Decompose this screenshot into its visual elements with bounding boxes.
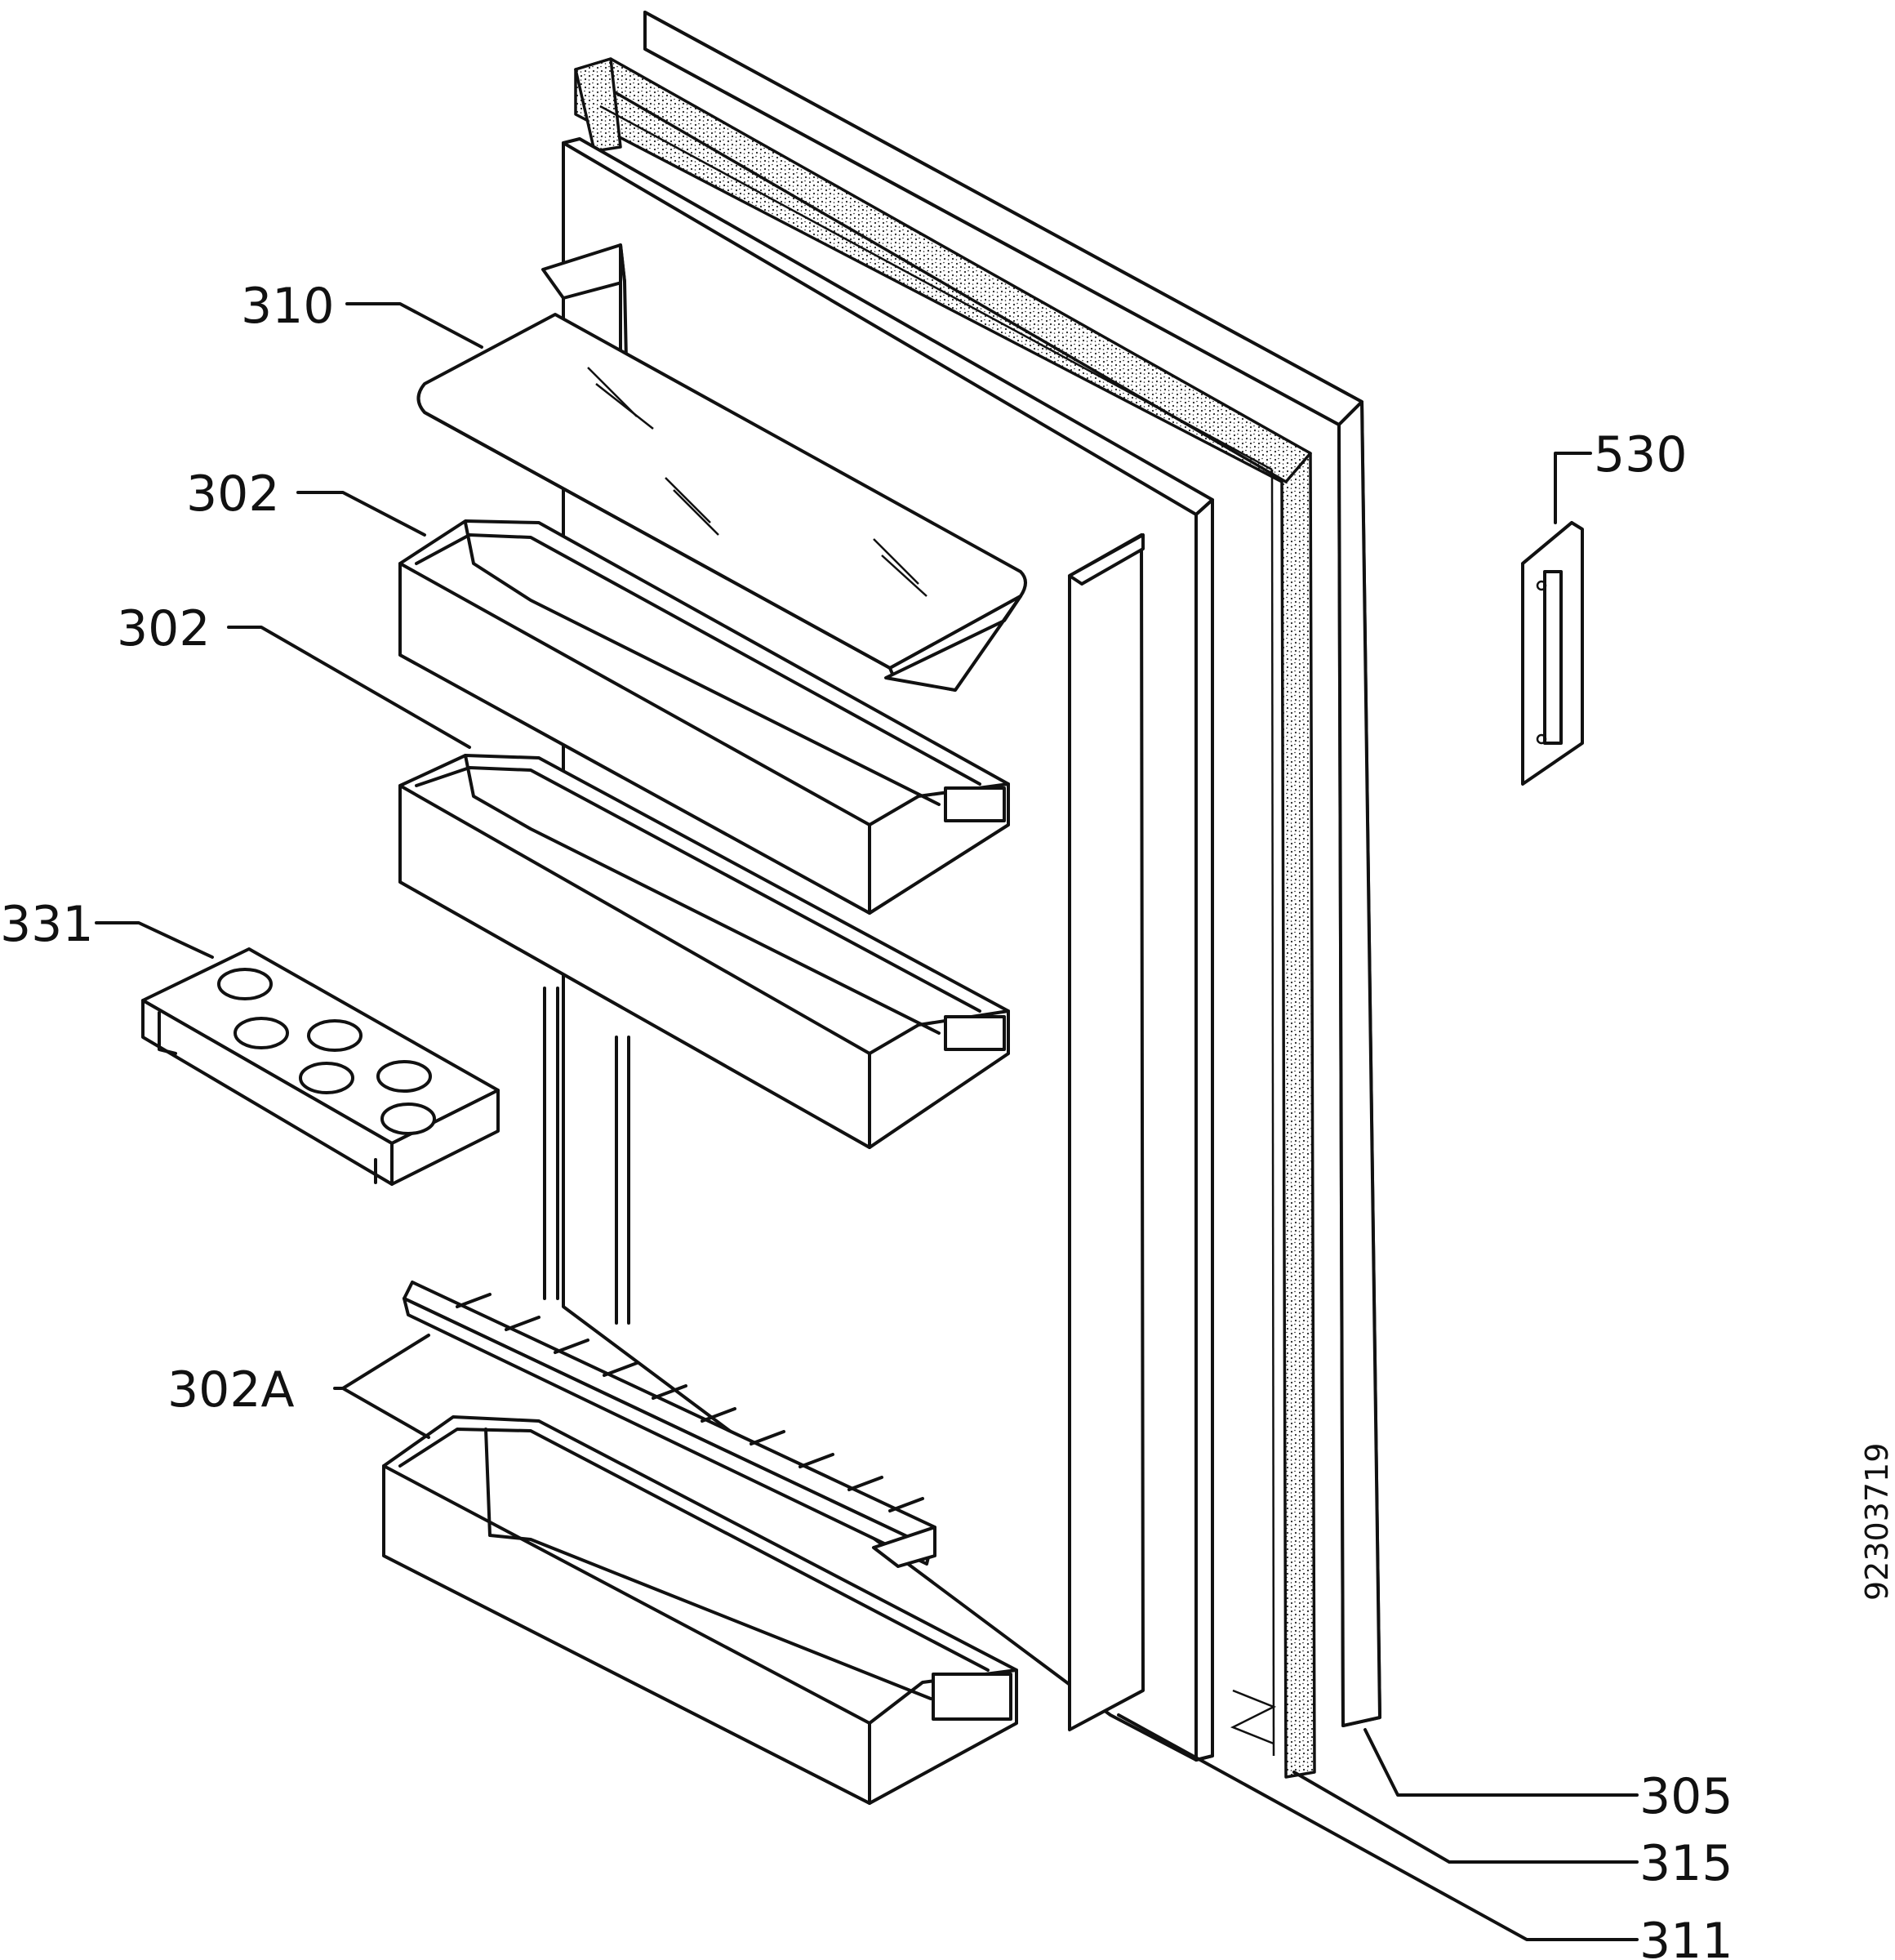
door-outer-panel-icon [643,11,1381,1727]
leader-331 [95,921,214,959]
leader-311 [1117,1713,1639,1941]
door-handle-icon [1521,521,1584,786]
label-305: 305 [1639,1768,1733,1825]
label-530: 530 [1594,426,1688,483]
leader-530 [1554,452,1592,524]
leader-310 [345,302,483,349]
leader-305 [1363,1728,1639,1797]
label-315: 315 [1639,1835,1733,1892]
door-shelf-cover-icon [416,313,1027,692]
part-labels: 310 302 302 331 302A 530 305 315 311 923… [0,278,1895,1960]
egg-tray-icon [141,947,500,1186]
leader-302A-top [333,1334,430,1390]
label-311: 311 [1639,1913,1733,1960]
leader-315 [1292,1771,1639,1864]
label-302-upper: 302 [186,466,280,523]
leader-302A-bottom [341,1387,430,1439]
label-302-lower: 302 [117,600,211,657]
leader-302a [296,491,426,537]
door-bin-icon [398,754,1010,1149]
label-302A: 302A [167,1361,295,1419]
door-gasket-icon [574,57,1316,1779]
drawing-code: 92303719 [1859,1443,1895,1601]
bottle-bin-icon [382,1281,1018,1805]
label-310: 310 [241,278,335,335]
leader-lines [95,302,1639,1941]
label-331: 331 [0,896,94,953]
leader-302b [227,626,471,749]
door-bin-icon [398,519,1010,915]
